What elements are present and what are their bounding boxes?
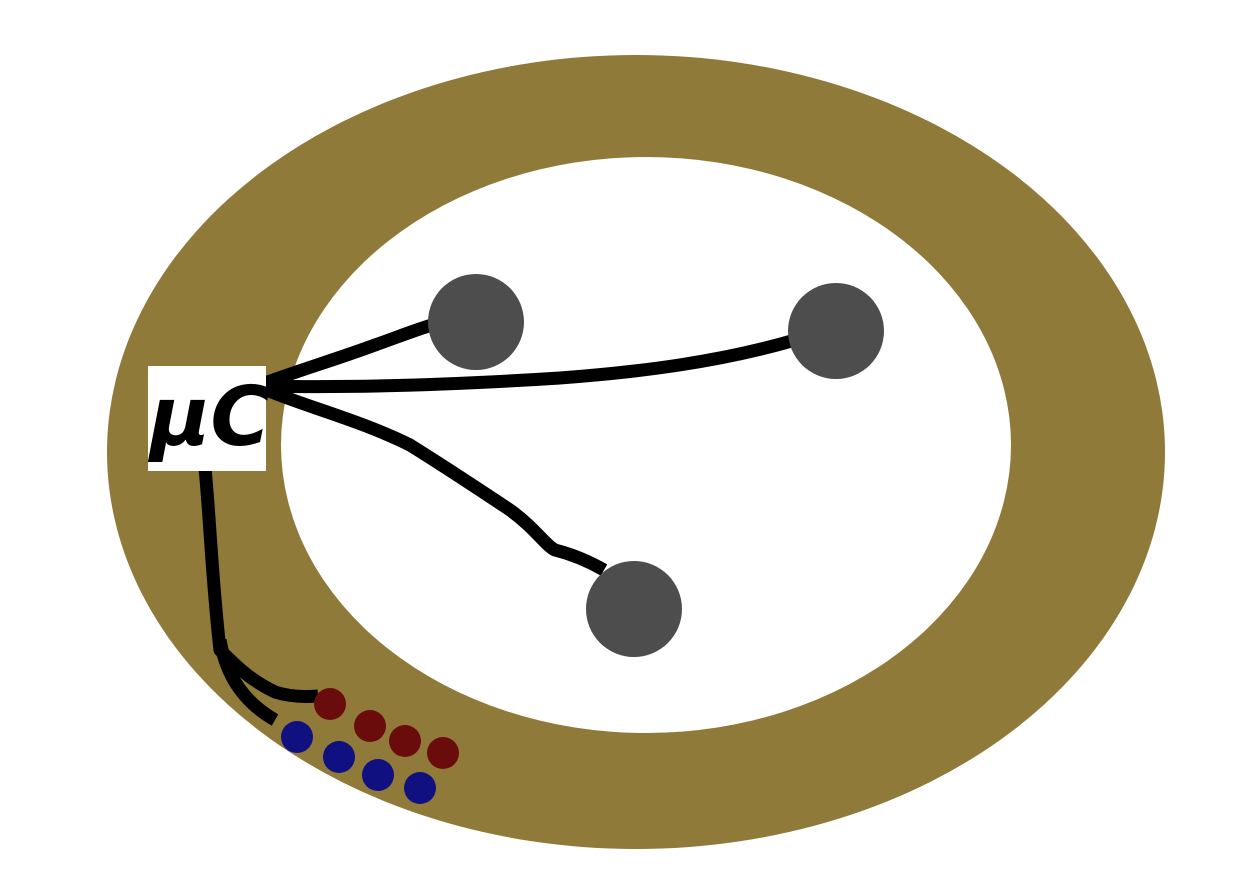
node-1 — [428, 274, 524, 370]
blue-dot — [404, 772, 436, 804]
blue-dot — [362, 759, 394, 791]
red-dot — [354, 710, 386, 742]
node-2 — [788, 283, 884, 379]
controller-label: μC — [147, 370, 271, 465]
wire-to-node-2 — [261, 333, 797, 394]
blue-dot — [281, 721, 313, 753]
red-dot — [427, 737, 459, 769]
wires — [198, 318, 797, 726]
wire-to-node-1 — [259, 318, 434, 391]
red-dot — [314, 688, 346, 720]
blue-dot — [323, 741, 355, 773]
controller-box-bg — [148, 366, 266, 471]
wire-to-dots-lower — [213, 638, 279, 726]
wire-to-node-3 — [259, 382, 608, 576]
controller-box: μC — [147, 366, 271, 471]
node-3 — [586, 561, 682, 657]
red-dot — [389, 725, 421, 757]
